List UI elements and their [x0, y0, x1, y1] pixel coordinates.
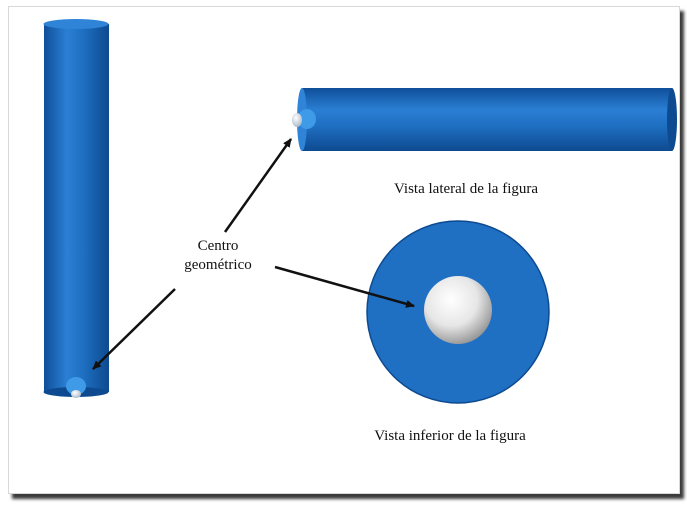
- horizontal-cylinder-center-marker: [298, 109, 316, 129]
- center-sphere: [424, 276, 492, 344]
- vertical-cylinder: [43, 19, 109, 398]
- vertical-cylinder-center-marker: [66, 377, 86, 395]
- arrows: [92, 138, 415, 370]
- figure-frame: [8, 6, 680, 494]
- horizontal-cylinder: [292, 88, 677, 151]
- arrow-to-vertical-cylinder: [92, 288, 176, 370]
- center-label-line1: Centro: [198, 238, 239, 254]
- arrow-to-bottom-view: [274, 265, 415, 308]
- bottom-view-disk: [366, 220, 550, 404]
- arrow-to-side-view: [223, 138, 293, 233]
- bottom-view-caption: Vista inferior de la figura: [374, 428, 526, 444]
- side-view-caption: Vista lateral de la figura: [394, 181, 538, 197]
- center-label-line2: geométrico: [184, 257, 251, 273]
